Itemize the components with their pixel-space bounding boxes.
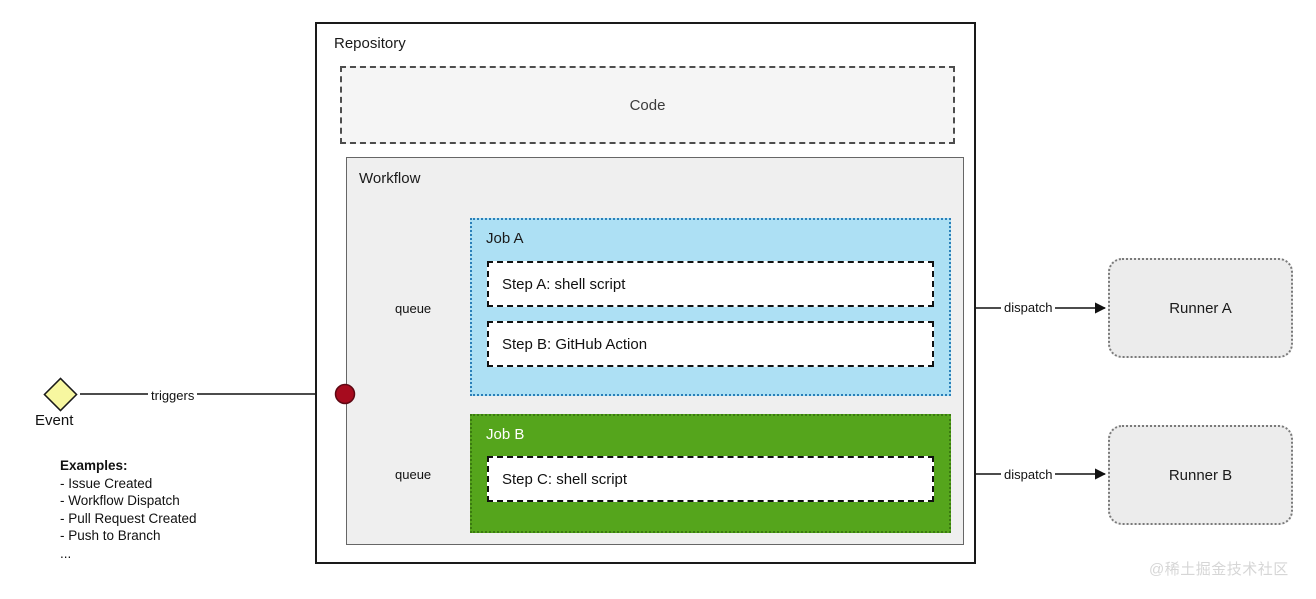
watermark: @稀土掘金技术社区 xyxy=(1149,561,1289,578)
runner-b-node: Runner B xyxy=(1108,425,1293,525)
runner-b-label: Runner B xyxy=(1168,466,1233,484)
job-a-label: Job A xyxy=(486,230,524,247)
workflow-label: Workflow xyxy=(359,170,421,187)
step-c-label: Step C: shell script xyxy=(502,470,628,488)
examples-item: - Pull Request Created xyxy=(60,510,197,526)
job-b-label: Job B xyxy=(486,426,525,443)
runner-a-node: Runner A xyxy=(1108,258,1293,358)
step-a-label: Step A: shell script xyxy=(502,275,626,293)
code-node: Code xyxy=(340,66,955,144)
repository-label: Repository xyxy=(334,35,406,52)
job-a-node: Job A xyxy=(470,218,951,396)
examples-block: Examples: - Issue Created - Workflow Dis… xyxy=(60,457,197,562)
edge-label-queue-job-a: queue xyxy=(392,301,435,316)
examples-item: ... xyxy=(60,545,72,561)
step-b-node: Step B: GitHub Action xyxy=(487,321,934,367)
edge-label-queue-job-b: queue xyxy=(392,467,435,482)
examples-item: - Issue Created xyxy=(60,475,153,491)
examples-title: Examples: xyxy=(60,458,128,473)
junction-circle-icon xyxy=(334,383,356,405)
runner-a-label: Runner A xyxy=(1169,299,1232,317)
examples-item: - Workflow Dispatch xyxy=(60,493,180,508)
edge-label-dispatch-runner-b: dispatch xyxy=(1001,467,1056,482)
step-c-node: Step C: shell script xyxy=(487,456,934,502)
edge-label-triggers: triggers xyxy=(148,388,198,403)
event-label: Event xyxy=(35,412,74,429)
edge-label-dispatch-runner-a: dispatch xyxy=(1001,300,1056,315)
step-a-node: Step A: shell script xyxy=(487,261,934,307)
examples-item: - Push to Branch xyxy=(60,528,161,543)
event-diamond-icon xyxy=(43,377,78,412)
step-b-label: Step B: GitHub Action xyxy=(502,335,648,353)
code-label: Code xyxy=(629,96,666,114)
